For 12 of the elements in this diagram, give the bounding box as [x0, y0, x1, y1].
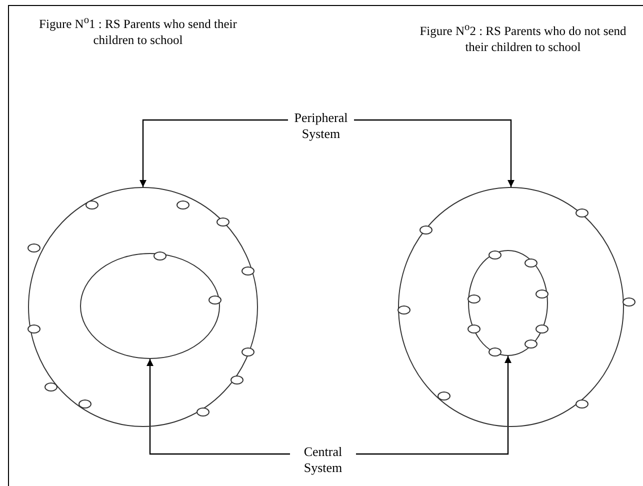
node-label: Central System — [292, 444, 354, 476]
arrow — [354, 119, 514, 187]
arrow — [146, 359, 290, 455]
node-label: Peripheral System — [290, 110, 352, 142]
inner-ellipse-outline — [80, 253, 220, 359]
inner-ellipse-outline — [468, 250, 548, 356]
outer-ellipse-outline — [398, 187, 624, 427]
figure-caption: Figure N$^{o}$2 : RS Parents who do not send their children to school — [418, 21, 628, 56]
arrow — [140, 119, 288, 187]
outer-ellipse-outline — [28, 187, 258, 427]
figure-caption: Figure N$^{o}$1 : RS Parents who send their children to school — [38, 14, 238, 48]
arrow — [356, 356, 512, 455]
